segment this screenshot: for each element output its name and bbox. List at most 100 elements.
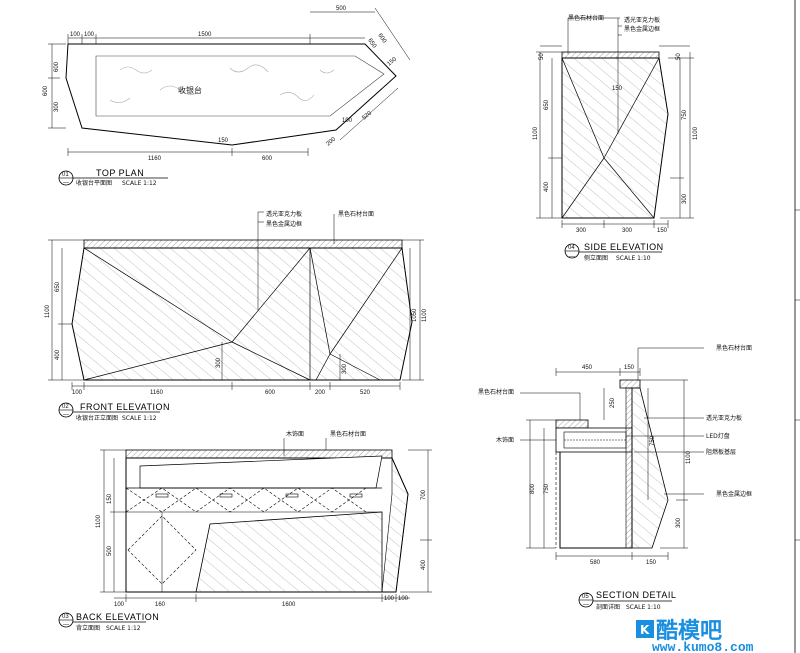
view-number: 02 [62,404,69,410]
back-dim: 150 [107,493,113,504]
side-dim: 650 [544,99,550,110]
view-title: BACK ELEVATION [76,612,159,622]
side-dim: 1100 [693,126,699,140]
view-number: 04 [568,245,575,251]
back-dim: 160 [155,602,166,608]
top-plan-dim: 600 [376,33,387,45]
section-dim: 150 [624,365,635,371]
top-plan-dim: 500 [336,6,347,12]
section-dim: 1100 [686,450,692,464]
back-dim: 1600 [282,602,296,608]
watermark-url: www.kumo8.com [652,640,754,653]
side-dim: 150 [657,228,668,234]
svg-text:—: — [569,254,575,260]
top-plan-dim: 150 [386,56,398,67]
front-dim: 200 [315,390,326,396]
side-dim: 150 [612,86,623,92]
top-plan-dim: 100 [342,118,353,124]
back-dim: 100 [384,596,395,602]
view-scale: SCALE 1:10 [616,255,651,262]
side-dim: 300 [576,228,587,234]
section-note-right: 黑色金属边框 [716,490,752,498]
section-note-right: 黑色石材台面 [716,344,752,352]
top-plan-center-label: 收银台 [178,85,202,95]
front-dim: 650 [55,281,61,292]
section-dim: 800 [530,483,536,494]
watermark-icon [636,620,654,638]
side-dim: 300 [622,228,633,234]
back-dim: 700 [421,489,427,500]
back-dim: 500 [107,545,113,556]
front-dim: 600 [265,390,276,396]
view-subtitle: 背立面图 [76,624,100,632]
top-plan-dim: 200 [325,136,337,147]
view-title: FRONT ELEVATION [80,402,170,412]
back-dim: 400 [421,559,427,570]
view-title: TOP PLAN [96,168,144,178]
side-dim: 1100 [533,126,539,140]
back-note: 木饰面 [286,430,304,438]
side-note: 透光亚克力板 [624,16,660,24]
view-number: 01 [62,172,69,178]
svg-text:—: — [63,622,69,628]
front-elevation-view: 透光亚克力板 黑色金属边框 黑色石材台面 650 1100 400 1100 1… [45,210,428,422]
view-title: SECTION DETAIL [596,590,676,600]
svg-text:—: — [63,180,69,186]
top-plan-dim: 600 [43,85,49,96]
top-plan-dim: 1500 [198,32,212,38]
section-dim: 580 [590,560,601,566]
top-plan-dim: 100 [84,32,95,38]
side-dim: 300 [682,193,688,204]
section-note-right: 阻燃板基层 [706,448,736,456]
section-note-left: 木饰面 [496,436,514,444]
svg-text:K: K [640,623,650,637]
top-plan-dim: 300 [54,101,60,112]
view-title: SIDE ELEVATION [584,242,664,252]
view-subtitle: 收银台正立面图 [76,414,118,422]
front-dim: 400 [55,349,61,360]
front-note: 透光亚克力板 [266,210,302,218]
side-elevation-view: 黑色石材台面 透光亚克力板 黑色金属边框 50 50 150 650 1100 … [533,14,699,262]
view-subtitle: 收银台平面图 [76,179,112,187]
watermark-logo: K 酷模吧 www.kumo8.com [636,619,754,653]
side-dim: 400 [544,181,550,192]
svg-text:—: — [63,412,69,418]
section-note-right: LED灯盘 [706,432,730,440]
view-number: 03 [62,614,69,620]
top-plan-view: 收银台 100 100 1500 500 600 650 150 520 600… [43,6,411,187]
section-dim: 450 [582,365,593,371]
front-dim: 300 [216,357,222,368]
top-plan-dim: 600 [54,61,60,72]
view-scale: SCALE 1:12 [122,180,157,187]
front-dim: 1160 [150,390,164,396]
front-dim: 520 [360,390,371,396]
side-note: 黑色金属边框 [624,25,660,33]
svg-text:—: — [583,602,589,608]
front-dim: 1100 [45,304,51,318]
section-dim: 250 [610,397,616,408]
back-dim: 1100 [96,514,102,528]
view-scale: SCALE 1:10 [626,604,661,611]
front-note: 黑色金属边框 [266,220,302,228]
top-plan-dim: 600 [262,156,273,162]
front-dim: 100 [72,390,83,396]
section-dim: 150 [646,560,657,566]
section-dim: 750 [544,483,550,494]
back-elevation-view: 木饰面 黑色石材台面 1100 500 150 700 400 100 160 … [58,430,432,632]
front-dim: 300 [342,363,348,374]
top-plan-dim: 520 [361,110,373,121]
back-note: 黑色石材台面 [330,430,366,438]
side-note: 黑色石材台面 [568,14,604,22]
section-dim: 750 [650,435,656,446]
back-dim: 100 [114,602,125,608]
section-note-right: 透光亚克力板 [706,414,742,422]
top-plan-dim: 150 [218,138,229,144]
view-scale: SCALE 1:12 [106,625,141,632]
top-plan-dim: 650 [366,38,377,50]
view-scale: SCALE 1:12 [122,415,157,422]
top-plan-dim: 1160 [148,156,162,162]
back-dim: 100 [398,596,409,602]
side-dim: 50 [539,53,545,60]
